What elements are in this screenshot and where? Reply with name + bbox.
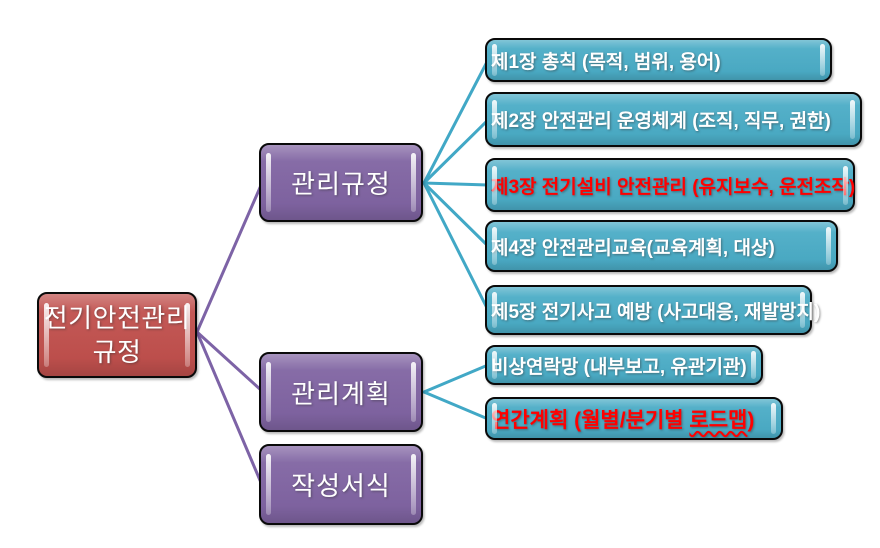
connector-line bbox=[195, 181, 264, 334]
connector-line bbox=[422, 58, 490, 185]
connector-line bbox=[422, 181, 490, 187]
branch-node-management-rules: 관리규정 bbox=[259, 143, 423, 222]
leaf-node-annual-plan: 연간계획 (월별/분기별 로드맵) bbox=[485, 397, 783, 440]
branch-node-management-plan: 관리계획 bbox=[259, 352, 423, 432]
branch-node-forms: 작성서식 bbox=[259, 444, 423, 525]
connector-line bbox=[195, 330, 264, 487]
root-node-label: 전기안전관리 규정 bbox=[43, 302, 191, 367]
connector-line bbox=[422, 390, 490, 421]
branch-node-label: 관리계획 bbox=[291, 378, 391, 409]
branch-node-label: 작성서식 bbox=[291, 471, 391, 501]
connector-line bbox=[422, 181, 490, 248]
leaf-node-chapter-2: 제2장 안전관리 운영체계 (조직, 직무, 권한) bbox=[485, 92, 862, 147]
leaf-node-label: 연간계획 (월별/분기별 로드맵) bbox=[491, 408, 755, 432]
connector-line bbox=[422, 118, 490, 185]
leaf-node-emergency-contacts: 비상연락망 (내부보고, 유관기관) bbox=[485, 345, 763, 385]
connector-line bbox=[422, 181, 490, 312]
leaf-node-label: 제4장 안전관리교육(교육계획, 대상) bbox=[491, 237, 775, 259]
leaf-node-chapter-3: 제3장 전기설비 안전관리 (유지보수, 운전조작) bbox=[485, 158, 855, 212]
connector-line bbox=[422, 363, 490, 394]
connector-line bbox=[195, 330, 264, 393]
leaf-node-label: 제5장 전기사고 예방 (사고대응, 재발방지) bbox=[491, 301, 821, 323]
branch-node-label: 관리규정 bbox=[291, 169, 391, 199]
leaf-node-label: 제1장 총칙 (목적, 범위, 용어) bbox=[491, 51, 721, 73]
leaf-node-chapter-4: 제4장 안전관리교육(교육계획, 대상) bbox=[485, 220, 838, 272]
leaf-node-label: 제2장 안전관리 운영체계 (조직, 직무, 권한) bbox=[491, 111, 831, 132]
leaf-node-label: 비상연락망 (내부보고, 유관기관) bbox=[491, 356, 747, 378]
leaf-node-label: 제3장 전기설비 안전관리 (유지보수, 운전조작) bbox=[491, 176, 856, 198]
leaf-node-chapter-5: 제5장 전기사고 예방 (사고대응, 재발방지) bbox=[485, 285, 820, 335]
leaf-node-chapter-1: 제1장 총칙 (목적, 범위, 용어) bbox=[485, 38, 832, 82]
spellcheck-wavy-underline: 로드맵 bbox=[689, 408, 748, 432]
root-node-regulation: 전기안전관리 규정 bbox=[37, 292, 197, 378]
